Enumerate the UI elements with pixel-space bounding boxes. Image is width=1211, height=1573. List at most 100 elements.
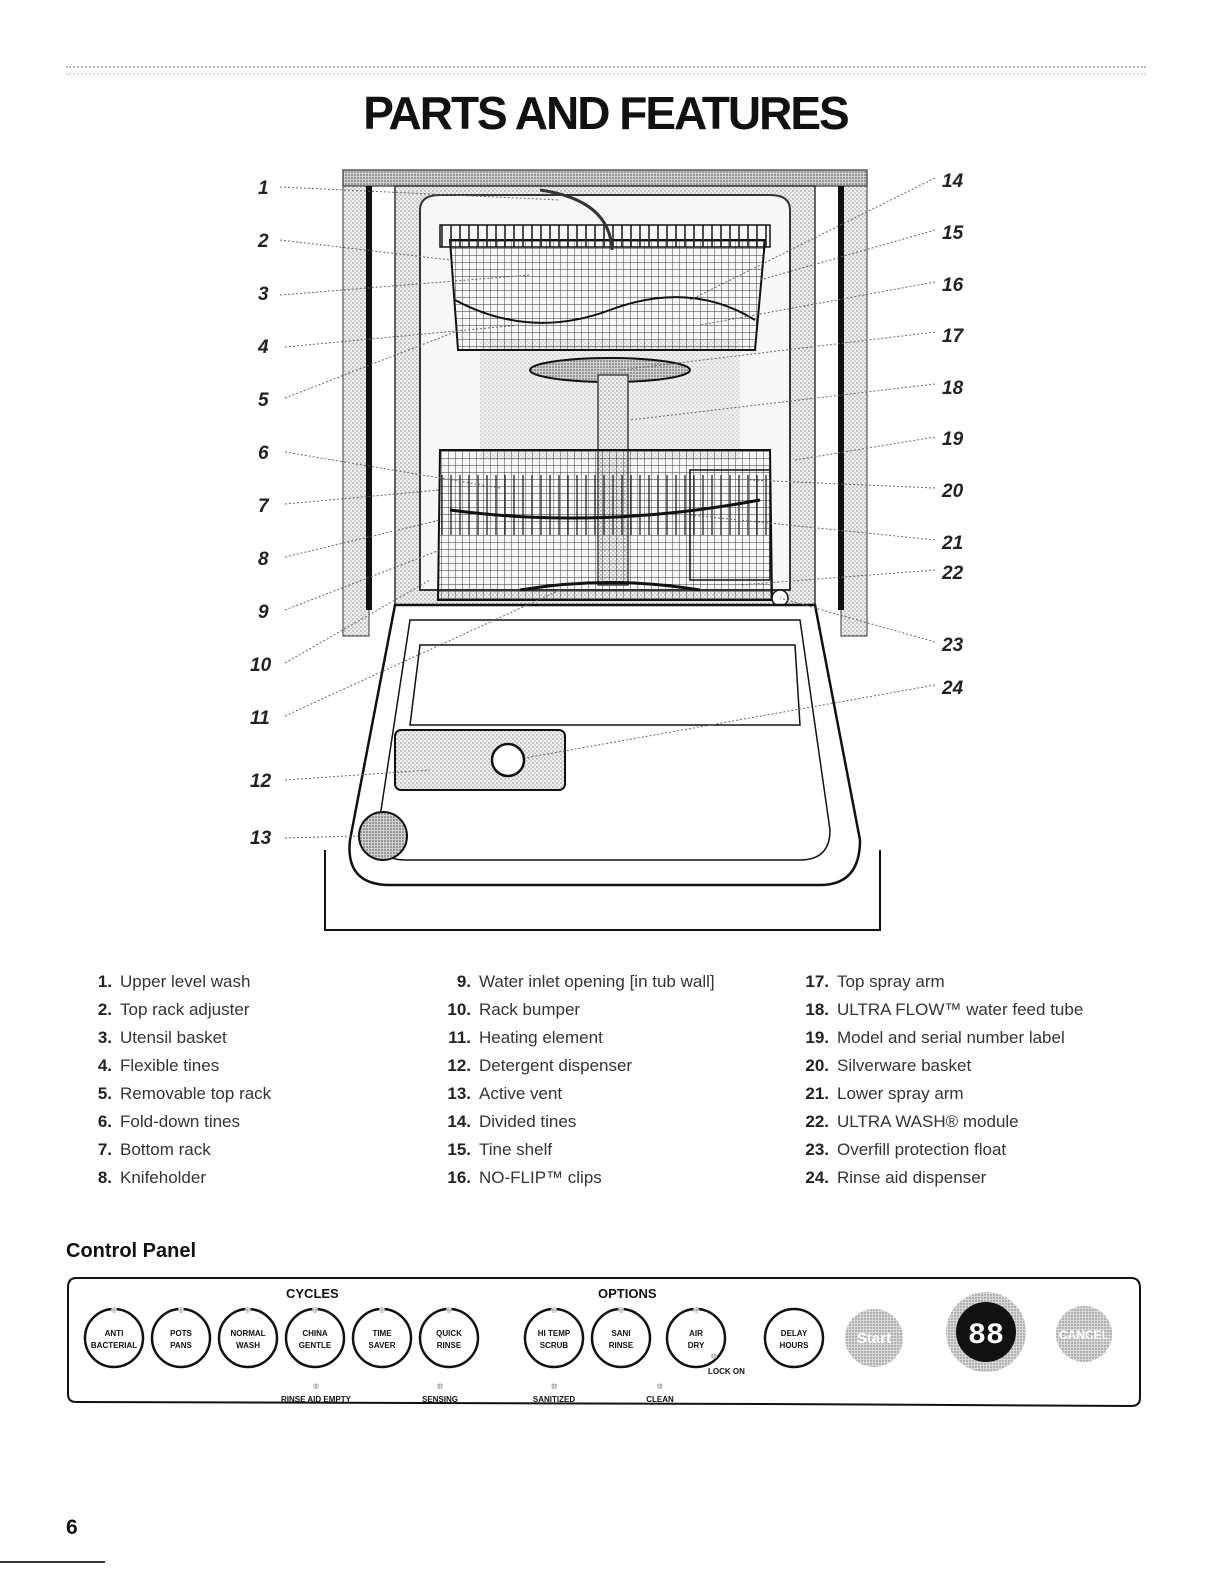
rinse-aid-dispenser: [490, 742, 526, 778]
indicator-label: SANITIZED: [533, 1395, 575, 1404]
callout-8: 8: [258, 549, 269, 570]
button-label: HOURS: [780, 1341, 810, 1350]
item-label: Divided tines: [479, 1112, 577, 1131]
list-item: 9.Water inlet opening [in tub wall]: [430, 968, 715, 996]
callout-24: 24: [941, 678, 964, 699]
item-label: NO-FLIP™ clips: [479, 1168, 602, 1187]
list-item: 18.ULTRA FLOW™ water feed tube: [788, 996, 1083, 1024]
cycle-button-normal-wash[interactable]: NORMAL WASH: [217, 1307, 279, 1369]
heating-element: [519, 581, 701, 592]
callout-numbers-left: 1 2 3 4 5 6 7 8 9 10 11 12 13: [250, 178, 272, 849]
item-label: Overfill protection float: [837, 1140, 1007, 1159]
callout-10: 10: [250, 655, 272, 676]
indicator-rinse-aid-empty: RINSE AID EMPTY: [281, 1383, 352, 1404]
item-label: Bottom rack: [120, 1140, 211, 1159]
cancel-button[interactable]: CANCEL: [1056, 1306, 1112, 1362]
item-label: Fold-down tines: [120, 1112, 241, 1131]
callout-19: 19: [942, 429, 964, 450]
option-button-air-dry[interactable]: AIR DRY: [665, 1307, 727, 1369]
callout-1: 1: [258, 178, 269, 199]
list-item: 15.Tine shelf: [430, 1136, 715, 1164]
indicator-clean: CLEAN: [646, 1383, 674, 1404]
detergent-dispenser: [394, 729, 566, 791]
item-number: 9.: [456, 972, 471, 991]
item-number: 13.: [447, 1084, 471, 1103]
parts-list-column-2: 9.Water inlet opening [in tub wall] 10. R…: [430, 968, 715, 1192]
button-label: GENTLE: [299, 1341, 332, 1350]
item-label: Rinse aid dispenser: [837, 1168, 987, 1187]
button-label: RINSE: [437, 1341, 462, 1350]
item-label: Silverware basket: [837, 1056, 972, 1075]
parts-list-column-3: 17.Top spray arm 18.ULTRA FLOW™ water fe…: [788, 968, 1083, 1192]
item-label: Utensil basket: [120, 1028, 227, 1047]
item-label: Upper level wash: [120, 972, 251, 991]
cycle-button-china-gentle[interactable]: CHINA GENTLE: [284, 1307, 346, 1369]
list-item: 23. Overfill protection float: [788, 1136, 1083, 1164]
item-label: ULTRA FLOW™ water feed tube: [837, 1000, 1084, 1019]
item-number: 7.: [97, 1140, 112, 1159]
item-label: Tine shelf: [479, 1140, 553, 1159]
list-item: 14.Divided tines: [430, 1108, 715, 1136]
list-item: 13.Active vent: [430, 1080, 715, 1108]
list-item: 11.Heating element: [430, 1024, 715, 1052]
upper-rack-rim: [439, 224, 771, 248]
list-item: 7. Bottom rack: [78, 1136, 271, 1164]
button-label: WASH: [236, 1341, 260, 1350]
cycle-button-pots-pans[interactable]: POTS PANS: [150, 1307, 212, 1369]
delay-hours-button[interactable]: DELAY HOURS: [763, 1307, 825, 1369]
item-label: Top spray arm: [837, 972, 945, 991]
item-number: 24.: [805, 1168, 829, 1187]
list-item: 20. Silverware basket: [788, 1052, 1083, 1080]
callout-6: 6: [258, 443, 269, 464]
item-number: 20.: [805, 1056, 829, 1075]
option-button-hi-temp-scrub[interactable]: HI TEMP SCRUB: [523, 1307, 585, 1369]
button-label: SANI: [611, 1329, 630, 1338]
button-label: AIR: [689, 1329, 703, 1338]
list-item: 3.Utensil basket: [78, 1024, 271, 1052]
item-number: 4.: [97, 1056, 112, 1075]
item-label: ULTRA WASH® module: [837, 1112, 1019, 1131]
button-label: DELAY: [781, 1329, 808, 1338]
page-title: PARTS AND FEATURES: [363, 87, 850, 139]
list-item: 22.ULTRA WASH® module: [788, 1108, 1083, 1136]
item-number: 10.: [447, 1000, 471, 1019]
upper-rack: [448, 239, 767, 351]
item-label: Rack bumper: [479, 1000, 581, 1019]
start-button[interactable]: Start: [845, 1309, 903, 1367]
list-item: 5.Removable top rack: [78, 1080, 271, 1108]
list-item: 17.Top spray arm: [788, 968, 1083, 996]
callout-15: 15: [942, 223, 964, 244]
control-panel-heading: Control Panel: [66, 1240, 197, 1262]
item-label: Lower spray arm: [837, 1084, 964, 1103]
option-button-sani-rinse[interactable]: SANI RINSE: [590, 1307, 652, 1369]
button-label: HI TEMP: [538, 1329, 571, 1338]
list-item: 21. Lower spray arm: [788, 1080, 1083, 1108]
button-label: PANS: [170, 1341, 192, 1350]
list-item: 24. Rinse aid dispenser: [788, 1164, 1083, 1192]
button-label: BACTERIAL: [91, 1341, 137, 1350]
item-number: 21.: [805, 1084, 829, 1103]
top-rule: [66, 66, 1146, 75]
indicator-sensing: SENSING: [422, 1383, 458, 1404]
active-vent: [358, 811, 408, 861]
callout-23: 23: [941, 635, 964, 656]
upper-wash-pipe: [539, 188, 614, 251]
cycle-button-quick-rinse[interactable]: QUICK RINSE: [418, 1307, 480, 1369]
item-number: 16.: [447, 1168, 471, 1187]
button-label: CHINA: [302, 1329, 328, 1338]
list-item: 16. NO-FLIP™ clips: [430, 1164, 715, 1192]
cycle-button-anti-bacterial[interactable]: ANTI BACTERIAL: [83, 1307, 145, 1369]
item-label: Removable top rack: [120, 1084, 272, 1103]
item-number: 23.: [805, 1140, 829, 1159]
dishwasher-diagram: 1 2 3 4 5 6 7 8 9 10 11 12 13 14 15 16 1…: [250, 169, 965, 931]
list-item: 1.Upper level wash: [78, 968, 271, 996]
list-item: 19.Model and serial number label: [788, 1024, 1083, 1052]
button-label: NORMAL: [230, 1329, 265, 1338]
page-number: 6: [66, 1516, 78, 1539]
lock-on-label: LOCK ON: [708, 1367, 745, 1376]
callout-11: 11: [250, 708, 270, 729]
digital-display: 88: [946, 1292, 1026, 1372]
base: [324, 850, 881, 931]
cycle-button-time-saver[interactable]: TIME SAVER: [351, 1307, 413, 1369]
item-number: 12.: [447, 1056, 471, 1075]
